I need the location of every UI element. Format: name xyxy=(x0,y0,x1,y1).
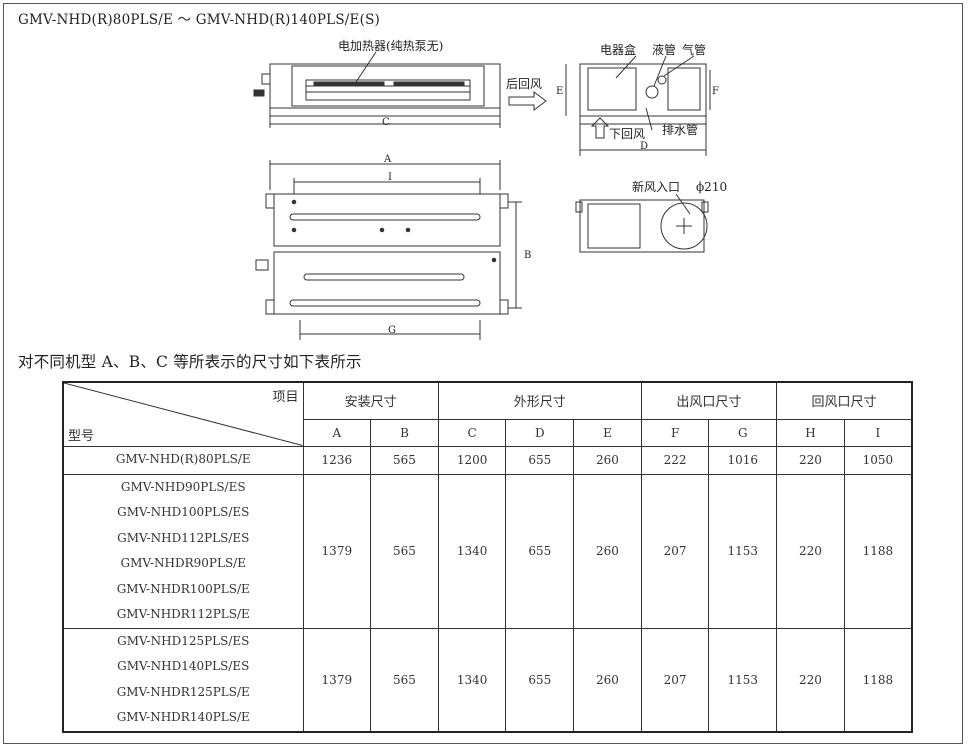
value-cell: 1188 xyxy=(843,627,913,732)
model-name: GMV-NHD125PLS/ES xyxy=(117,633,250,648)
value-cell: 565 xyxy=(370,473,439,629)
dim-i-label: I xyxy=(388,172,392,183)
group-return: 回风口尺寸 xyxy=(776,381,913,420)
value-cell: 1236 xyxy=(302,445,372,475)
model-cell: GMV-NHD90PLS/ES GMV-NHD100PLS/ES GMV-NHD… xyxy=(62,473,304,629)
col-header: C xyxy=(437,418,507,447)
front-view-drawing xyxy=(253,63,501,128)
col-header: F xyxy=(640,418,710,447)
col-header: B xyxy=(370,418,439,447)
bottom-return-label: 下回风 xyxy=(609,127,645,141)
value-cell: 1153 xyxy=(708,473,778,629)
corner-item-label: 项目 xyxy=(272,390,299,405)
dim-b-label: B xyxy=(524,250,531,261)
side-view-drawing xyxy=(565,55,711,156)
col-header: I xyxy=(843,418,913,447)
model-name: GMV-NHD(R)80PLS/E xyxy=(115,452,251,467)
fresh-air-view-drawing xyxy=(575,193,709,253)
value-cell: 1340 xyxy=(437,473,507,629)
col-header: E xyxy=(573,418,642,447)
model-cell: GMV-NHD(R)80PLS/E xyxy=(62,445,304,475)
group-install: 安装尺寸 xyxy=(302,381,439,420)
drain-pipe-label: 排水管 xyxy=(662,122,698,137)
value-cell: 1200 xyxy=(437,445,507,475)
model-name: GMV-NHD90PLS/ES xyxy=(120,479,246,494)
plan-view-drawing xyxy=(255,160,522,340)
model-name: GMV-NHDR140PLS/E xyxy=(116,710,250,724)
value-cell: 655 xyxy=(505,445,575,475)
dim-c-label: C xyxy=(382,117,390,128)
value-cell: 207 xyxy=(640,473,710,629)
value-cell: 565 xyxy=(370,445,439,475)
back-return-label: 后回风 xyxy=(506,77,542,91)
corner-cell: 项目 型号 xyxy=(62,381,304,447)
table-row: GMV-NHD(R)80PLS/E 1236 565 1200 655 260 … xyxy=(62,445,913,475)
model-name: GMV-NHDR90PLS/E xyxy=(120,556,246,570)
group-outlet: 出风口尺寸 xyxy=(640,381,778,420)
col-header: D xyxy=(505,418,575,447)
col-header: A xyxy=(302,418,372,447)
table-row: GMV-NHD90PLS/ES GMV-NHD100PLS/ES GMV-NHD… xyxy=(62,473,913,629)
value-cell: 1379 xyxy=(302,473,372,629)
value-cell: 260 xyxy=(573,627,642,732)
dim-d-label: D xyxy=(640,141,648,152)
dim-g-label: G xyxy=(388,325,396,336)
value-cell: 1188 xyxy=(843,473,913,629)
col-header: H xyxy=(776,418,845,447)
value-cell: 222 xyxy=(640,445,710,475)
diameter-label: ϕ210 xyxy=(696,180,727,194)
value-cell: 260 xyxy=(573,473,642,629)
value-cell: 220 xyxy=(776,627,845,732)
value-cell: 207 xyxy=(640,627,710,732)
value-cell: 1379 xyxy=(302,627,372,732)
value-cell: 220 xyxy=(776,473,845,629)
model-name: GMV-NHDR125PLS/E xyxy=(116,684,250,699)
model-name: GMV-NHD140PLS/ES xyxy=(117,659,250,673)
group-outline: 外形尺寸 xyxy=(437,381,642,420)
model-name: GMV-NHDR112PLS/E xyxy=(116,607,250,621)
value-cell: 1050 xyxy=(843,445,913,475)
group-header-row: 项目 型号 安装尺寸 外形尺寸 出风口尺寸 回风口尺寸 xyxy=(62,381,913,447)
model-name: GMV-NHD100PLS/ES xyxy=(117,505,250,519)
table-row: GMV-NHD125PLS/ES GMV-NHD140PLS/ES GMV-NH… xyxy=(62,627,913,732)
dim-f-label: F xyxy=(712,86,719,97)
value-cell: 1153 xyxy=(708,627,778,732)
liquid-pipe-label: 液管 xyxy=(652,42,676,57)
value-cell: 655 xyxy=(505,473,575,629)
back-return-arrow xyxy=(508,91,547,111)
value-cell: 1016 xyxy=(708,445,778,475)
value-cell: 1340 xyxy=(437,627,507,732)
page-title: GMV-NHD(R)80PLS/E ～ GMV-NHD(R)140PLS/E(S… xyxy=(18,12,380,28)
section-caption: 对不同机型 A、B、C 等所表示的尺寸如下表所示 xyxy=(18,353,362,371)
corner-model-label: 型号 xyxy=(68,428,95,444)
model-cell: GMV-NHD125PLS/ES GMV-NHD140PLS/ES GMV-NH… xyxy=(62,627,304,732)
gas-pipe-label: 气管 xyxy=(682,42,706,57)
dimension-table: 项目 型号 安装尺寸 外形尺寸 出风口尺寸 回风口尺寸 A B C D E F … xyxy=(62,381,913,733)
value-cell: 655 xyxy=(505,627,575,732)
col-header: G xyxy=(708,418,778,447)
dim-e-label: E xyxy=(556,86,563,97)
model-name: GMV-NHDR100PLS/E xyxy=(116,581,250,596)
spec-sheet: GMV-NHD(R)80PLS/E ～ GMV-NHD(R)140PLS/E(S… xyxy=(3,3,963,744)
value-cell: 220 xyxy=(776,445,845,475)
dim-a-label: A xyxy=(383,154,392,165)
heater-label: 电加热器(纯热泵无) xyxy=(338,39,443,53)
unit-drawings: 电加热器(纯热泵无) 后回风 下回风 电器盒 液管 气管 排水管 新风入口 ϕ2… xyxy=(253,39,727,340)
control-box-label: 电器盒 xyxy=(600,42,636,57)
value-cell: 565 xyxy=(370,627,439,732)
model-name: GMV-NHD112PLS/ES xyxy=(117,530,250,545)
value-cell: 260 xyxy=(573,445,642,475)
fresh-air-inlet-label: 新风入口 xyxy=(632,179,680,194)
